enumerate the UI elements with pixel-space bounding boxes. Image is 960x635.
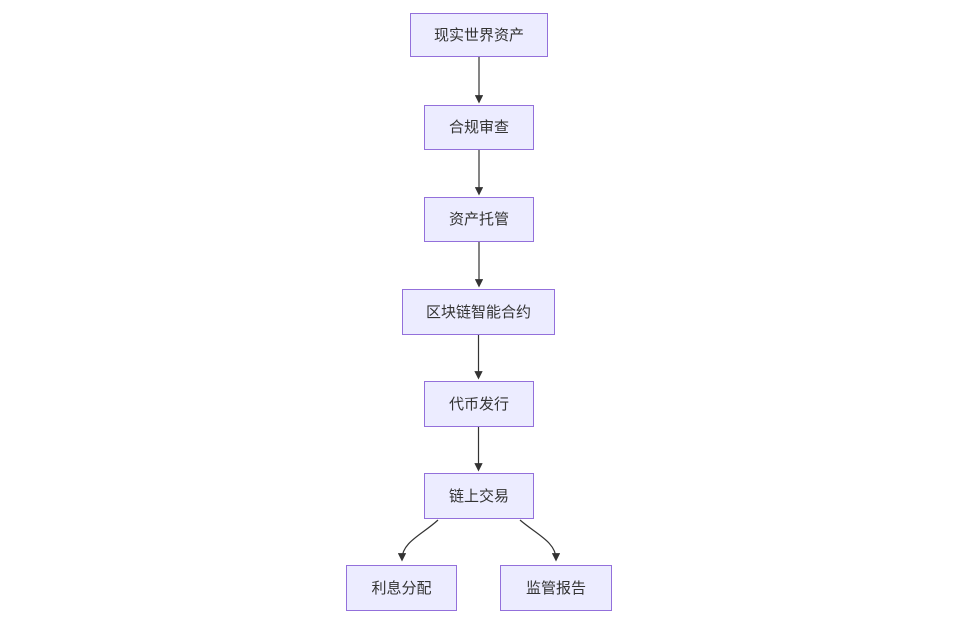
node-blockchain-smart-contract: 区块链智能合约 — [402, 289, 555, 335]
node-label: 资产托管 — [448, 211, 509, 228]
node-label: 链上交易 — [448, 487, 509, 505]
node-regulatory-report: 监管报告 — [500, 565, 612, 611]
node-label: 合规审查 — [448, 119, 509, 136]
node-label: 现实世界资产 — [433, 26, 524, 44]
edge-trading-to-regulatory — [519, 519, 561, 562]
node-label: 代币发行 — [448, 395, 509, 413]
node-asset-custody: 资产托管 — [424, 197, 534, 242]
node-label: 利息分配 — [371, 579, 432, 597]
node-token-issuance: 代币发行 — [424, 381, 534, 427]
node-interest-distribution: 利息分配 — [346, 565, 457, 611]
node-label: 监管报告 — [525, 579, 586, 597]
node-compliance-review: 合规审查 — [424, 105, 534, 150]
node-onchain-trading: 链上交易 — [424, 473, 534, 519]
edge-trading-to-interest — [397, 519, 439, 562]
node-real-world-assets: 现实世界资产 — [410, 13, 548, 57]
node-label: 区块链智能合约 — [425, 303, 531, 321]
